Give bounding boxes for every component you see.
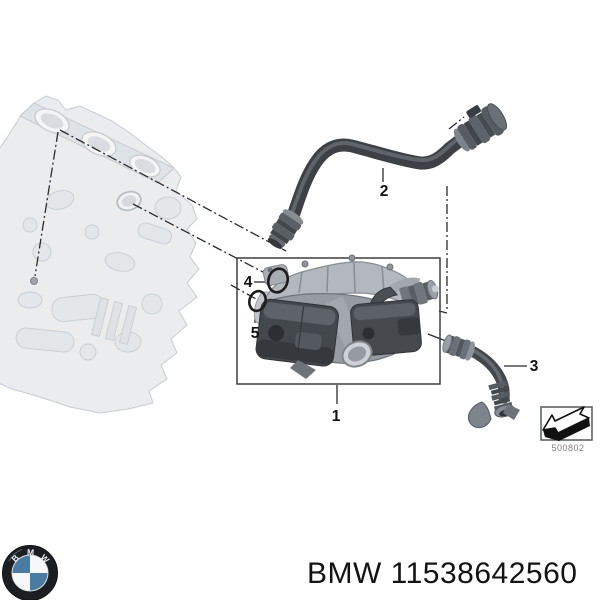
axis-through-oring4 xyxy=(132,203,304,294)
callout-label-2: 2 xyxy=(380,183,389,200)
hose-3-connector xyxy=(442,334,475,361)
o-ring-4 xyxy=(266,267,290,294)
coolant-hose-3-illustration xyxy=(442,334,520,429)
thermostat-housing-illustration xyxy=(253,254,439,379)
callout-label-1: 1 xyxy=(332,408,341,425)
direction-arrow-box: 500802 xyxy=(540,406,593,453)
housing-outlet-pipe xyxy=(341,340,373,368)
roundel-quadrant-tl xyxy=(12,555,30,573)
axis-through-oring5 xyxy=(230,284,282,314)
coolant-hose-2-illustration xyxy=(267,103,508,249)
bmw-logo: B M W xyxy=(2,545,58,600)
part-number-text: BMW 11538642560 xyxy=(307,557,578,590)
hose-2-upper-connector xyxy=(453,103,508,152)
leader-hose2-connector xyxy=(448,116,465,130)
part-1-box xyxy=(236,257,441,385)
mounting-stud xyxy=(30,277,38,285)
o-ring-5 xyxy=(248,289,267,313)
roundel-quadrant-bl xyxy=(12,573,30,591)
hose-3-corrugated-end xyxy=(488,380,515,418)
direction-arrow-icon xyxy=(542,406,590,441)
engine-block-illustration xyxy=(0,95,200,414)
housing-right-module xyxy=(350,286,422,357)
callout-label-4: 4 xyxy=(244,274,253,291)
callout-labels: 1 2 3 4 5 xyxy=(244,183,539,425)
roundel-quadrant-tr xyxy=(30,555,48,573)
leader-engine-to-hose2 xyxy=(59,129,287,252)
roundel-quadrant-br xyxy=(30,573,48,591)
hose-3-tab xyxy=(503,404,520,420)
stamp-code-label: 500802 xyxy=(551,443,584,453)
bmw-logo-letter-m: M xyxy=(27,547,35,557)
engine-castings xyxy=(15,190,182,361)
callout-label-3: 3 xyxy=(530,358,539,375)
housing-left-actuator xyxy=(255,298,339,367)
leader-engine-left xyxy=(34,131,59,277)
bmw-logo-letter-b: B xyxy=(9,552,20,563)
hose-3-bracket xyxy=(468,401,492,429)
cylinder-bores xyxy=(34,108,161,178)
hose-2-lower-connector xyxy=(267,209,304,249)
parts-diagram-canvas: 1 2 3 4 5 500802 xyxy=(0,95,593,453)
callout-label-5: 5 xyxy=(251,325,260,342)
